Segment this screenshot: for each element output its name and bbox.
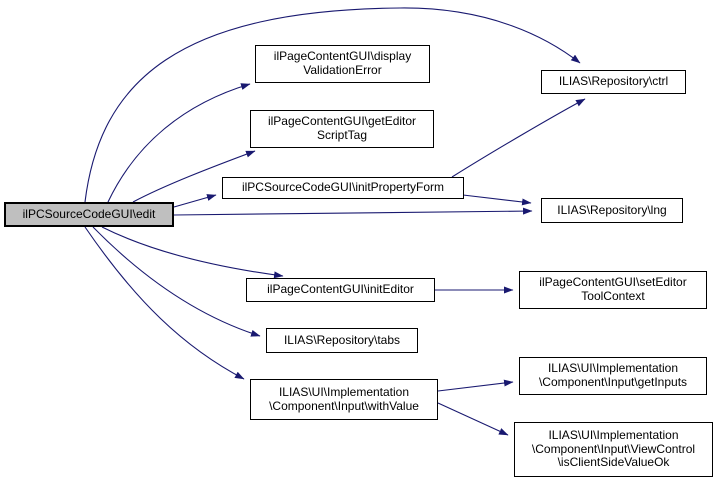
node-ilias-repository-ctrl[interactable]: ILIAS\Repository\ctrl <box>541 70 686 94</box>
edge-with-value-to-is-client-side-value-ok <box>437 402 509 436</box>
edge-edit-to-init-editor <box>101 226 284 279</box>
node-ilpagecontentgui-display-validation-error[interactable]: ilPageContentGUI\display ValidationError <box>255 45 430 83</box>
edge-edit-to-init-property-form <box>173 194 217 208</box>
node-ilias-repository-lng[interactable]: ILIAS\Repository\lng <box>541 198 683 223</box>
node-ilpagecontentgui-get-editor-script-tag[interactable]: ilPageContentGUI\getEditor ScriptTag <box>250 110 434 148</box>
node-ilias-repository-tabs[interactable]: ILIAS\Repository\tabs <box>266 328 418 353</box>
edge-init-property-form-to-ctrl <box>451 98 586 178</box>
node-ilias-ui-component-input-viewcontrol-is-client-side-value-ok[interactable]: ILIAS\UI\Implementation \Component\Input… <box>514 422 713 477</box>
edge-edit-to-display-validation-error <box>107 83 251 203</box>
edge-edit-to-lng <box>173 207 533 216</box>
edge-edit-to-tabs <box>92 226 261 337</box>
node-ilpagecontentgui-init-editor[interactable]: ilPageContentGUI\initEditor <box>246 278 435 302</box>
node-ilias-ui-component-input-get-inputs[interactable]: ILIAS\UI\Implementation \Component\Input… <box>519 357 707 395</box>
node-ilias-ui-component-input-with-value[interactable]: ILIAS\UI\Implementation \Component\Input… <box>250 379 438 420</box>
node-ilpcsourcecodegui-edit[interactable]: ilPCSourceCodeGUI\edit <box>4 202 174 227</box>
edge-edit-to-ctrl <box>84 7 581 203</box>
node-ilpcsourcecodegui-init-property-form[interactable]: ilPCSourceCodeGUI\initPropertyForm <box>222 177 464 199</box>
edge-with-value-to-get-inputs <box>437 379 514 392</box>
edge-edit-to-with-value <box>84 226 245 380</box>
edge-edit-to-get-editor-script-tag <box>132 150 256 203</box>
node-ilpagecontentgui-set-editor-tool-context[interactable]: ilPageContentGUI\setEditor ToolContext <box>519 271 707 309</box>
edge-init-property-form-to-lng <box>462 194 532 206</box>
